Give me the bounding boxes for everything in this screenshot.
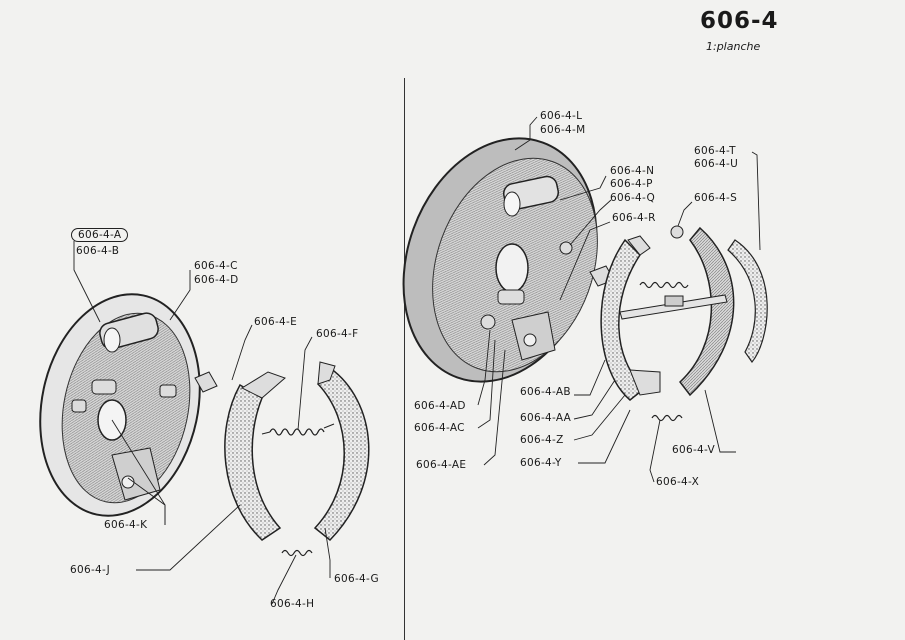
label-606-4-A: 606-4-A xyxy=(71,228,129,242)
label-606-4-AB: 606-4-AB xyxy=(520,386,571,398)
label-606-4-Y: 606-4-Y xyxy=(520,457,562,469)
label-606-4-E: 606-4-E xyxy=(254,316,298,328)
right-adjuster-strut xyxy=(619,294,728,320)
label-606-4-F: 606-4-F xyxy=(316,328,359,340)
label-606-4-Z: 606-4-Z xyxy=(520,434,564,446)
label-606-4-N: 606-4-N xyxy=(610,165,655,177)
label-606-4-AA: 606-4-AA xyxy=(520,412,572,424)
left-wheel-cylinder xyxy=(99,312,159,353)
label-606-4-C: 606-4-C xyxy=(194,260,238,272)
label-606-4-P: 606-4-P xyxy=(610,178,653,190)
plate-number: 606-4 xyxy=(700,8,779,34)
right-wheel-cylinder xyxy=(502,175,560,217)
left-backing-plate xyxy=(39,293,201,517)
center-divider xyxy=(404,78,405,640)
label-606-4-M: 606-4-M xyxy=(540,124,586,136)
left-brake-shoe-rear xyxy=(313,361,370,542)
label-606-4-Q: 606-4-Q xyxy=(610,192,656,204)
label-606-4-H: 606-4-H xyxy=(270,598,315,610)
left-lower-spring xyxy=(281,549,313,557)
right-brake-drum xyxy=(402,137,598,383)
label-606-4-J: 606-4-J xyxy=(70,564,111,576)
label-606-4-R: 606-4-R xyxy=(612,212,656,224)
label-606-4-K: 606-4-K xyxy=(104,519,148,531)
right-adjuster-parts xyxy=(480,225,684,361)
label-606-4-B: 606-4-B xyxy=(76,245,120,257)
label-606-4-S: 606-4-S xyxy=(694,192,738,204)
label-606-4-AC: 606-4-AC xyxy=(414,422,465,434)
right-brake-shoe-rear xyxy=(678,226,768,397)
right-brake-shoe-front xyxy=(600,235,661,401)
left-brake-shoe-front xyxy=(224,371,286,541)
label-606-4-G: 606-4-G xyxy=(334,573,379,585)
label-606-4-U: 606-4-U xyxy=(694,158,739,170)
left-leader-lines xyxy=(73,241,331,605)
label-606-4-L: 606-4-L xyxy=(540,110,583,122)
right-upper-spring xyxy=(639,281,689,289)
left-upper-spring xyxy=(261,423,335,436)
label-606-4-AE: 606-4-AE xyxy=(416,459,467,471)
label-606-4-AD: 606-4-AD xyxy=(414,400,466,412)
label-606-4-T: 606-4-T xyxy=(694,145,736,157)
right-leader-lines xyxy=(477,116,761,483)
label-606-4-D: 606-4-D xyxy=(194,274,239,286)
right-lower-spring xyxy=(651,414,683,422)
left-adjuster-parts xyxy=(71,371,218,501)
label-606-4-X: 606-4-X xyxy=(656,476,700,488)
label-606-4-V: 606-4-V xyxy=(672,444,715,456)
plate-subtitle: 1:planche xyxy=(706,40,761,53)
